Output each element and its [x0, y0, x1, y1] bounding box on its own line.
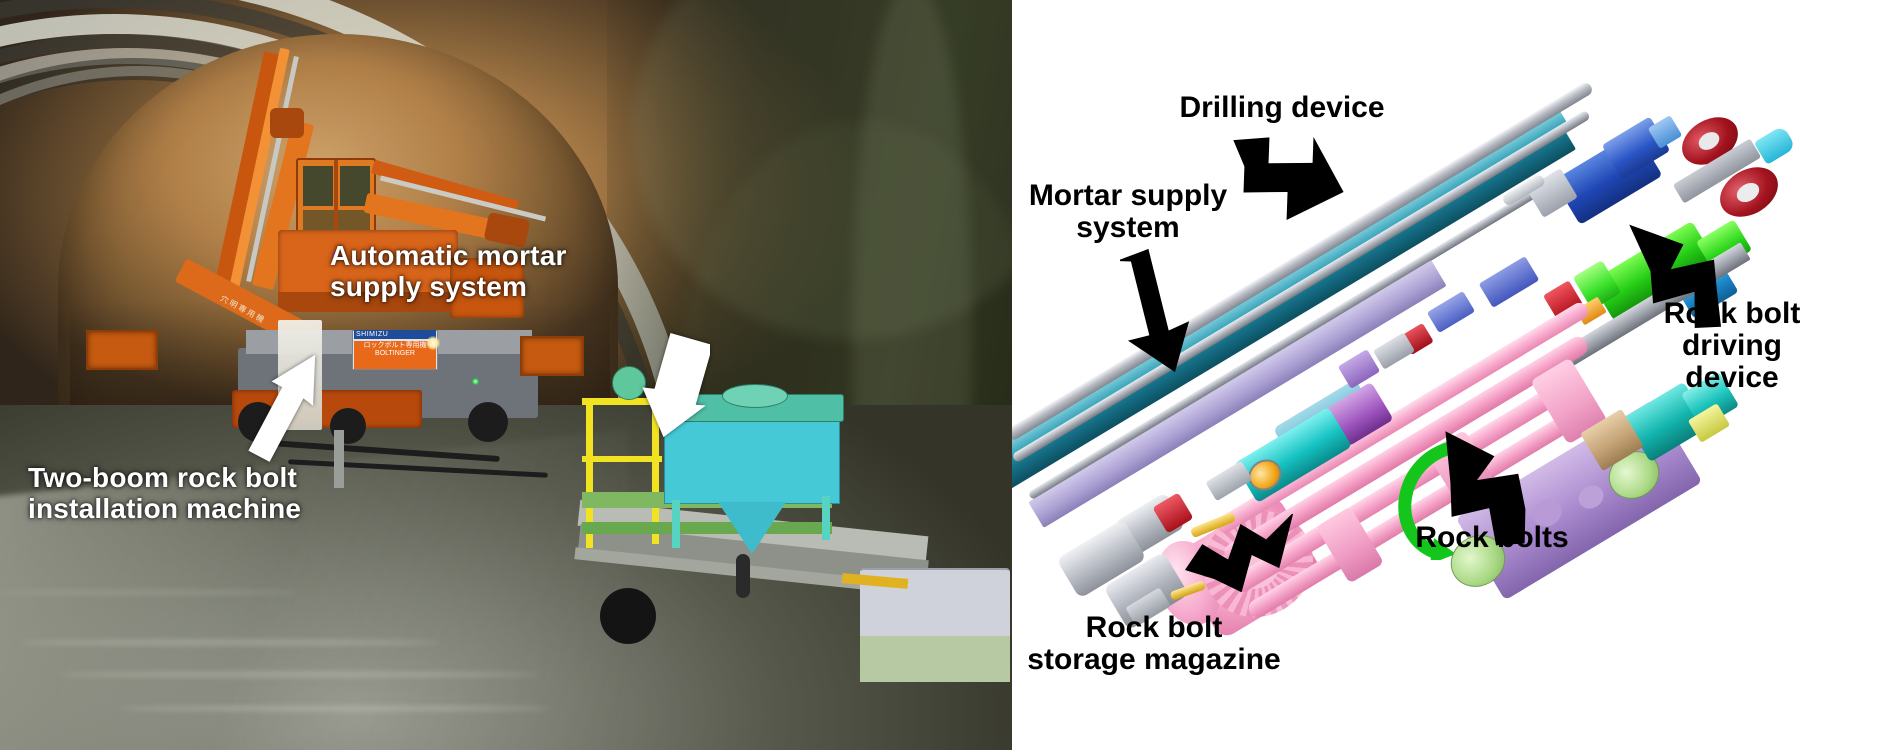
mortar-pump-motor	[612, 366, 646, 400]
hopper-platform-handrail-post-2	[652, 394, 659, 544]
cad-label-drilling-device: Drilling device	[1179, 91, 1385, 124]
mortar-hopper-support-frame	[672, 500, 680, 548]
black-arrow-to-drilling-device	[1228, 134, 1348, 224]
tunnel-photograph-panel: 穴明専用機 SHIMIZU ロックボルト専用機 BOLTINGER	[0, 0, 1012, 750]
tunnel-floor-streak-4	[0, 590, 300, 595]
machine-cabin-post	[334, 160, 338, 238]
cad-air-flush-nozzle-cyan	[1753, 125, 1797, 165]
machine-cabin-window-left	[303, 166, 333, 206]
machine-jp-sign-line-2: BOLTINGER	[375, 350, 415, 358]
cad-beam-fitting-blue-2	[1426, 290, 1476, 334]
two-boom-rock-bolt-machine: 穴明専用機 SHIMIZU ロックボルト専用機 BOLTINGER	[86, 30, 660, 650]
cad-label-rock-bolt-storage-magazine: Rock bolt storage magazine	[1027, 611, 1281, 676]
black-arrow-to-mortar-supply-system	[1120, 246, 1230, 376]
truck-wheel-rear	[600, 588, 656, 644]
machine-status-led-2	[332, 252, 339, 259]
machine-side-body-right	[450, 258, 524, 318]
cad-label-mortar-supply-system: Mortar supply system	[1028, 179, 1228, 244]
cad-label-rock-bolts: Rock bolts	[1415, 521, 1569, 554]
mortar-hopper-discharge-cone	[718, 502, 786, 554]
black-arrow-to-rock-bolts	[1436, 428, 1546, 548]
cad-mortar-hose-connector	[1205, 460, 1253, 502]
hopper-platform-handrail-mid	[582, 456, 662, 462]
cad-rotation-arrow-green	[1372, 430, 1482, 564]
cad-beam-fitting-blue-1	[1478, 256, 1540, 308]
white-arrow-to-mortar-system	[630, 330, 710, 440]
machine-jp-sign: ロックボルト専用機 BOLTINGER	[354, 341, 436, 369]
machine-outrigger-basket-right	[520, 336, 584, 376]
caption-automatic-mortar-supply-system: Automatic mortar supply system	[330, 240, 567, 303]
white-arrow-to-rock-bolt-machine	[240, 340, 340, 470]
tunnel-floor-streak-3	[120, 706, 550, 711]
machine-jp-sign-line-1: ロックボルト専用機	[363, 342, 427, 349]
machine-outrigger-basket-left	[86, 330, 158, 370]
caption-two-boom-rock-bolt-machine: Two-boom rock bolt installation machine	[28, 462, 302, 525]
tunnel-floor-streak-1	[20, 640, 440, 645]
machine-work-lamp	[426, 336, 440, 350]
rock-bolt-machine-assembly	[1012, 0, 1880, 750]
machine-status-led	[472, 378, 479, 385]
mortar-hopper-support-frame-2	[822, 496, 830, 540]
machine-wheel-right	[468, 402, 508, 442]
mortar-discharge-hose	[736, 554, 750, 598]
automatic-mortar-supply-system-unit	[560, 360, 1010, 750]
machine-turret-shadow	[278, 292, 458, 312]
mortar-hopper-body	[664, 418, 840, 504]
hopper-platform-handrail-top	[582, 398, 662, 405]
machine-maker-sign: SHIMIZU	[354, 330, 436, 339]
machine-boom-1-joint	[270, 108, 304, 138]
ground-jack-post	[334, 430, 344, 488]
cad-beam-fitting-purple-1	[1337, 349, 1381, 389]
hopper-platform-deck-2	[582, 522, 832, 534]
truck-cab-green-stripe	[860, 636, 1010, 682]
cad-diagram-panel: Drilling device Mortar supply system Roc…	[1012, 0, 1880, 750]
tunnel-floor-streak-2	[60, 672, 540, 677]
black-arrow-to-rock-bolt-driving-device	[1620, 222, 1736, 332]
mortar-hopper-inspection-lid	[722, 384, 788, 408]
black-arrow-to-rock-bolt-storage-magazine	[1182, 514, 1302, 634]
hopper-platform-handrail-post-1	[586, 400, 593, 548]
